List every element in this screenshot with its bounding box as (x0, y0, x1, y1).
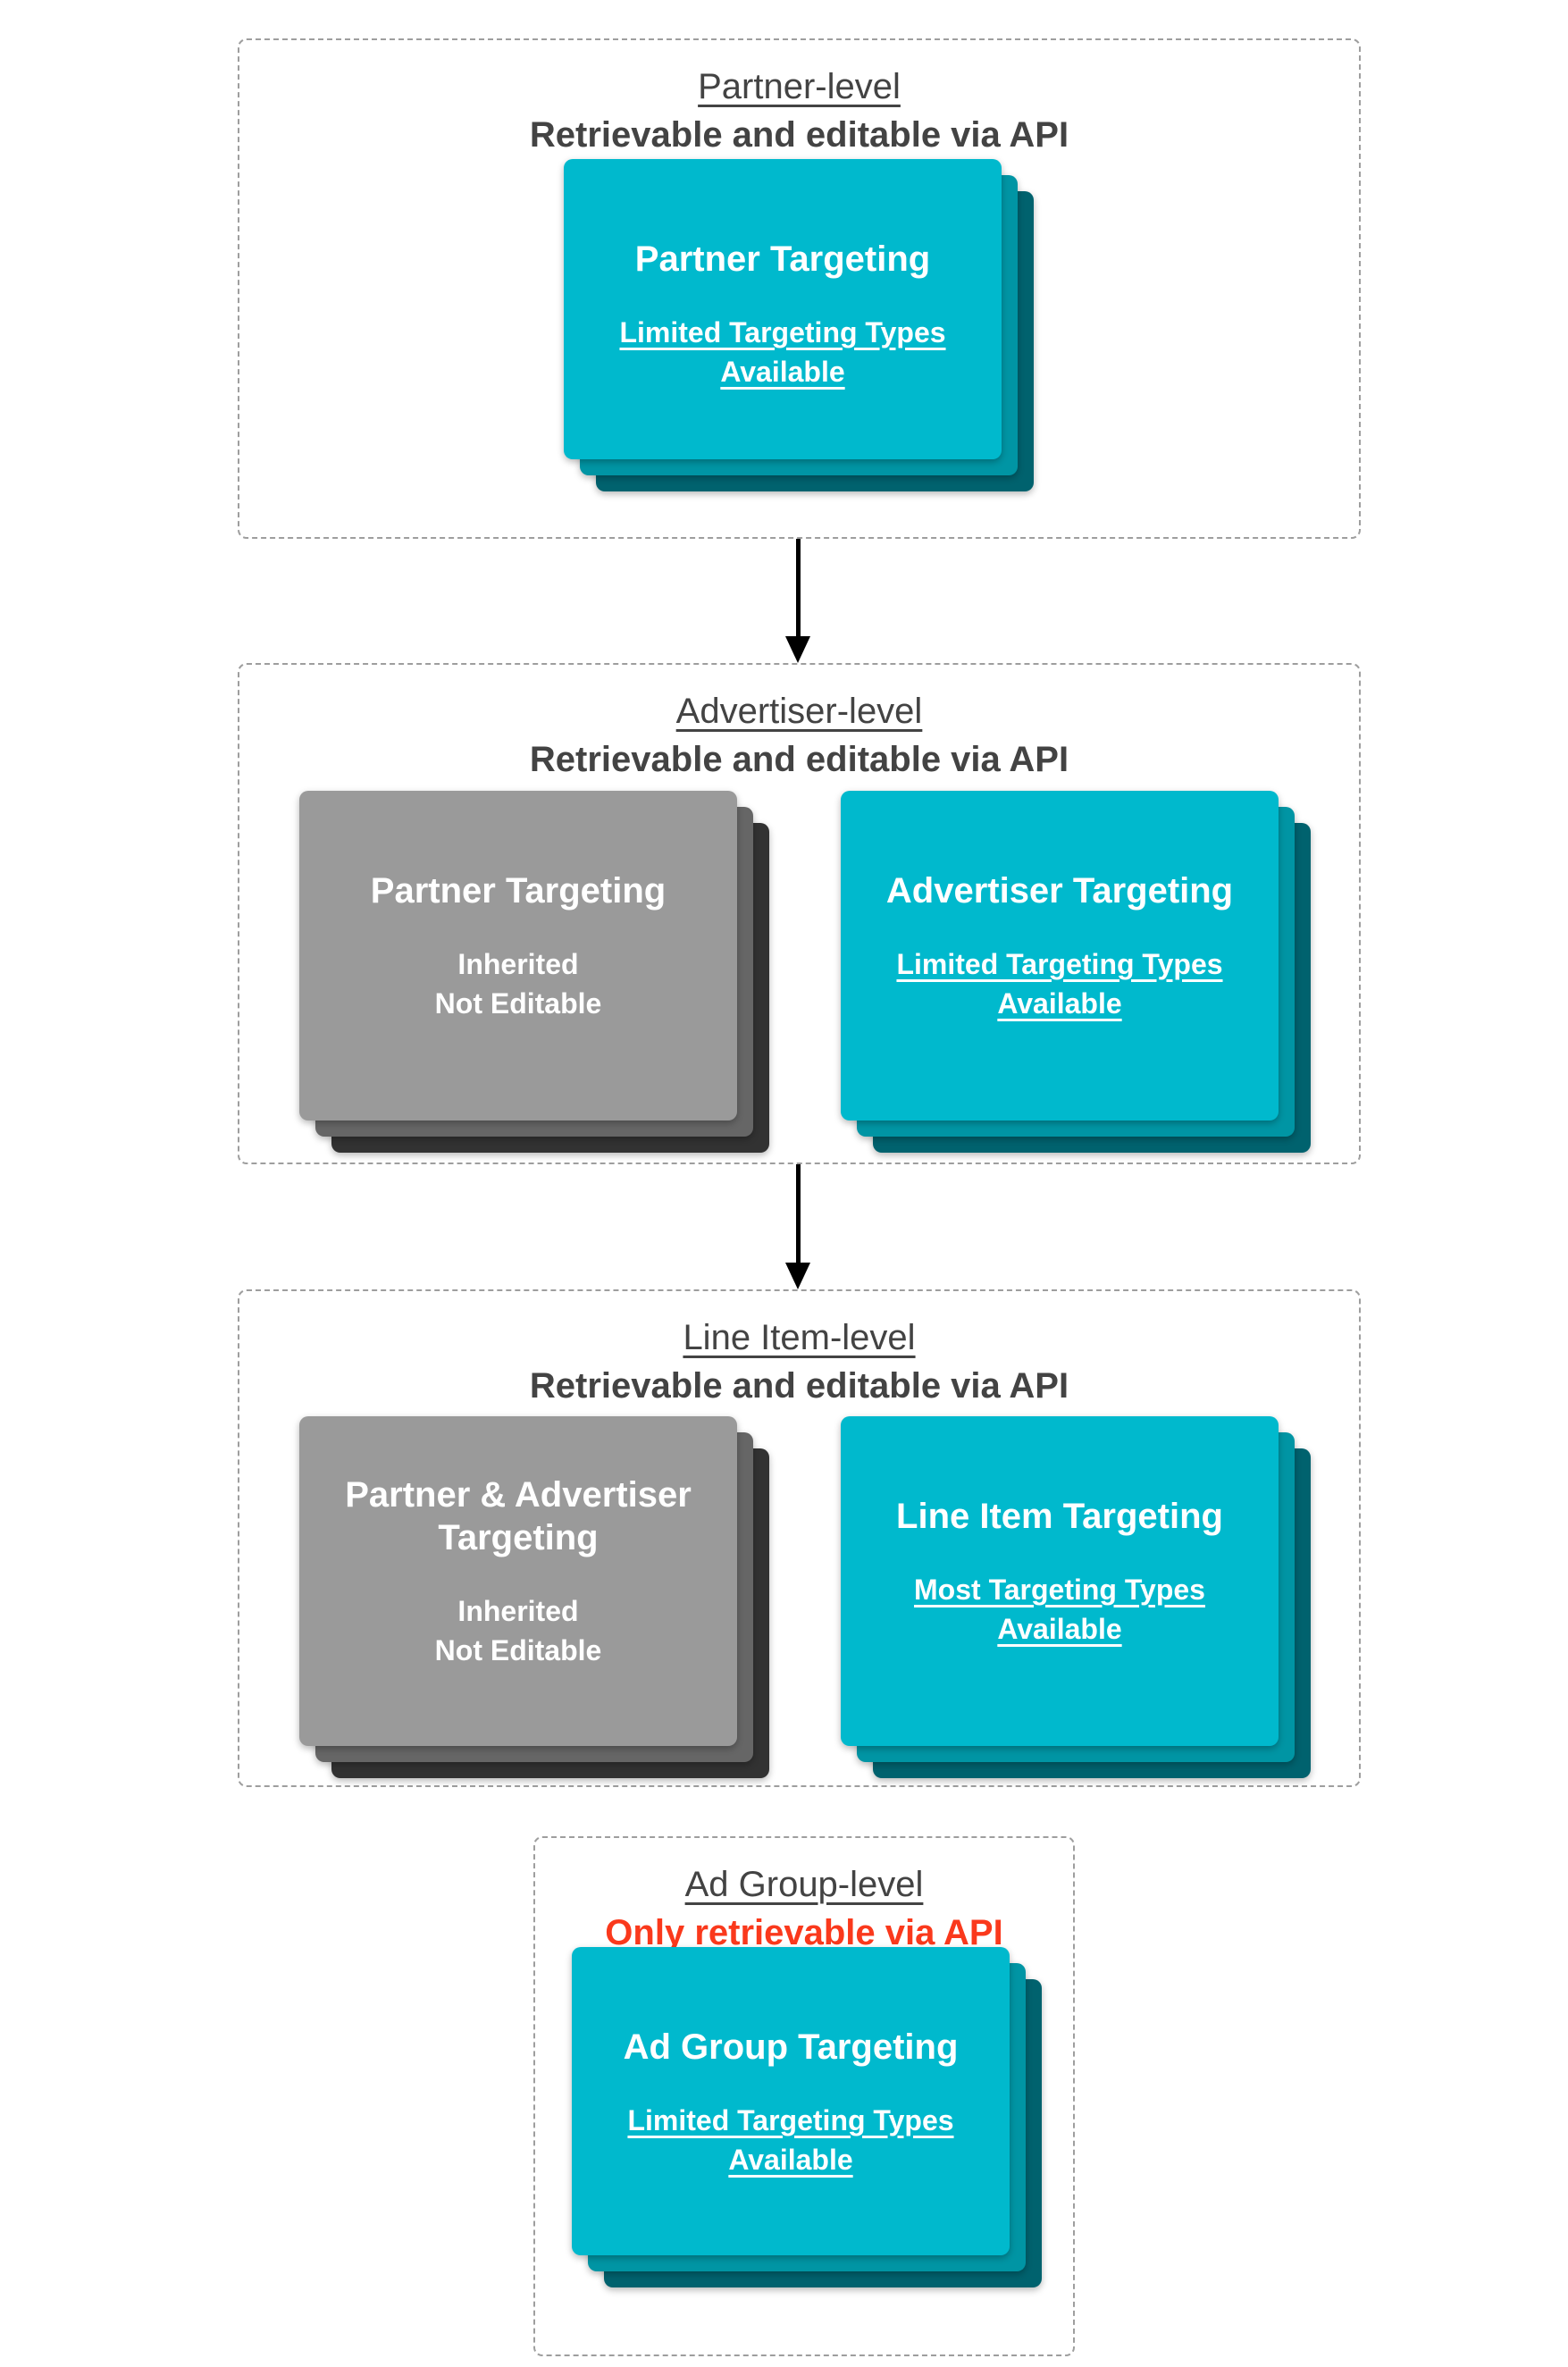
card-subtitle: Inherited Not Editable (434, 1595, 602, 1666)
card-inherited-partner-targeting: Partner Targeting Inherited Not Editable (299, 791, 769, 1153)
card-face: Line Item Targeting Most Targeting Types… (841, 1416, 1279, 1746)
card-title: Partner Targeting (634, 239, 931, 279)
section-line-item-level: Line Item-level Retrievable and editable… (238, 1289, 1361, 1787)
card-advertiser-targeting: Advertiser Targeting Limited Targeting T… (841, 791, 1311, 1153)
card-line-item-targeting: Line Item Targeting Most Targeting Types… (841, 1416, 1311, 1778)
card-ad-group-targeting: Ad Group Targeting Limited Targeting Typ… (572, 1947, 1042, 2287)
section-title-advertiser-level: Advertiser-level (675, 692, 923, 731)
card-title: Line Item Targeting (896, 1497, 1223, 1536)
section-subtitle-line-item-level: Retrievable and editable via API (529, 1366, 1069, 1406)
card-inherited-partner-advertiser-targeting: Partner & Advertiser Targeting Inherited… (299, 1416, 769, 1778)
card-partner-targeting: Partner Targeting Limited Targeting Type… (564, 159, 1034, 491)
section-title-partner-level: Partner-level (698, 67, 901, 106)
arrow-shaft (795, 539, 801, 636)
section-advertiser-level: Advertiser-level Retrievable and editabl… (238, 663, 1361, 1164)
section-subtitle-advertiser-level: Retrievable and editable via API (529, 740, 1069, 779)
card-title: Partner Targeting (370, 871, 667, 911)
card-face: Ad Group Targeting Limited Targeting Typ… (572, 1947, 1010, 2255)
card-face: Partner & Advertiser Targeting Inherited… (299, 1416, 737, 1746)
card-subtitle: Limited Targeting Types Available (619, 316, 946, 388)
card-title: Advertiser Targeting (885, 871, 1234, 911)
card-face: Advertiser Targeting Limited Targeting T… (841, 791, 1279, 1121)
section-title-ad-group-level: Ad Group-level (684, 1865, 924, 1904)
section-subtitle-partner-level: Retrievable and editable via API (529, 115, 1069, 155)
section-ad-group-level: Ad Group-level Only retrievable via API … (533, 1836, 1075, 2356)
arrow-head-icon (785, 636, 810, 663)
card-title: Ad Group Targeting (623, 2027, 959, 2067)
section-partner-level: Partner-level Retrievable and editable v… (238, 38, 1361, 539)
card-subtitle: Limited Targeting Types Available (896, 948, 1223, 1020)
arrow-shaft (795, 1164, 801, 1263)
card-subtitle: Inherited Not Editable (434, 948, 602, 1020)
card-subtitle: Limited Targeting Types Available (627, 2104, 954, 2176)
arrow-partner-to-advertiser (780, 539, 816, 663)
arrow-head-icon (785, 1263, 810, 1289)
card-face: Partner Targeting Inherited Not Editable (299, 791, 737, 1121)
section-title-line-item-level: Line Item-level (683, 1318, 916, 1357)
section-subtitle-ad-group-level: Only retrievable via API (605, 1913, 1003, 1952)
card-subtitle: Most Targeting Types Available (914, 1574, 1205, 1645)
arrow-advertiser-to-line-item (780, 1164, 816, 1289)
card-face: Partner Targeting Limited Targeting Type… (564, 159, 1002, 459)
card-title: Partner & Advertiser Targeting (345, 1475, 692, 1557)
